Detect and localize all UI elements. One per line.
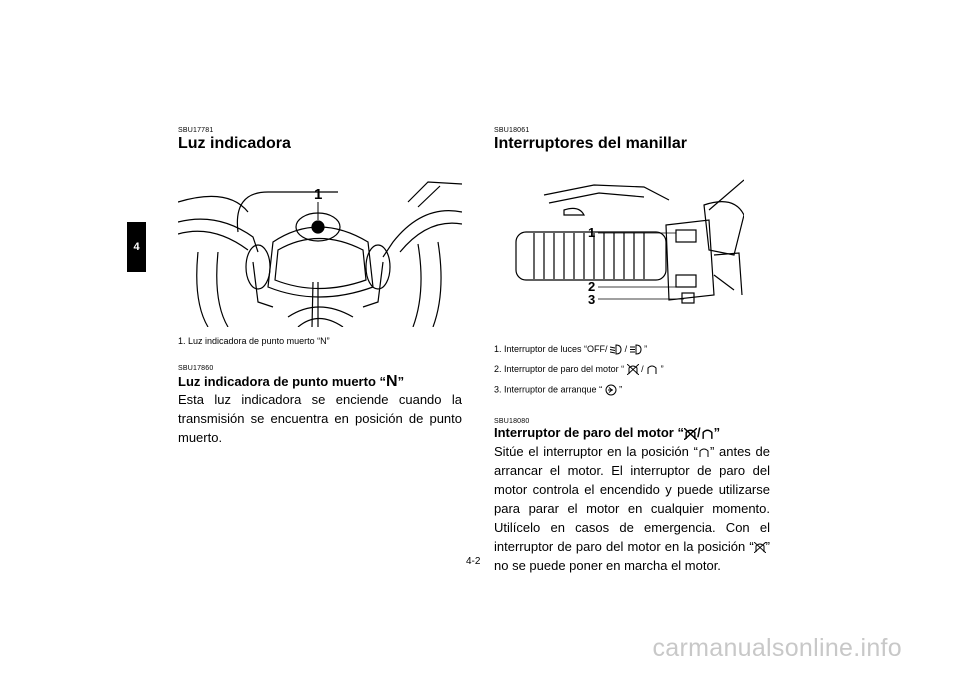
chapter-number: 4 <box>133 241 140 253</box>
section-title: Luz indicadora <box>178 135 291 152</box>
page-number: 4-2 <box>466 556 481 567</box>
engine-run-icon <box>699 448 709 458</box>
figure-caption: 1. Luz indicadora de punto muerto “N” <box>178 336 330 346</box>
figure-callout: 1 <box>314 186 322 203</box>
paragraph-text: ” no se puede poner en marcha el motor. <box>494 539 770 573</box>
subsection-code: SBU18080 <box>494 418 530 425</box>
subsection-code: SBU17860 <box>178 365 214 372</box>
caption-text-end: ” <box>660 364 664 374</box>
headlight-low-icon <box>610 344 622 355</box>
engine-stop-icon <box>626 364 639 376</box>
caption-separator: / <box>624 344 628 354</box>
chapter-tab: 4 <box>127 222 146 272</box>
subtitle-text-end: ” <box>397 374 405 389</box>
paragraph-text: Sitúe el interruptor en la posición “ <box>494 444 698 459</box>
handlebar-switch-figure: 1 2 3 <box>515 179 744 307</box>
headlight-high-icon <box>629 344 642 355</box>
caption-text: 2. Interruptor de paro del motor “ <box>494 364 625 374</box>
caption-text: 1. Interruptor de luces “OFF/ <box>494 344 608 354</box>
engine-stop-icon <box>683 427 697 440</box>
figure-caption-2: 2. Interruptor de paro del motor “ / ” <box>494 364 664 376</box>
caption-text: 3. Interruptor de arranque “ <box>494 384 603 395</box>
section-code: SBU18061 <box>494 127 530 134</box>
neutral-symbol: N <box>386 373 398 390</box>
starter-icon <box>605 384 617 396</box>
figure-caption-1: 1. Interruptor de luces “OFF/ / ” <box>494 344 647 355</box>
caption-text-end: ” <box>619 384 623 395</box>
engine-run-icon <box>647 365 657 375</box>
paragraph: Sitúe el interruptor en la posición “” a… <box>494 442 770 575</box>
section-code: SBU17781 <box>178 127 214 134</box>
figure-callout-3: 3 <box>588 292 595 307</box>
figure-caption-3: 3. Interruptor de arranque “ ” <box>494 384 622 396</box>
subsection-title: Luz indicadora de punto muerto “N” <box>178 373 404 391</box>
subtitle-text-end: ” <box>713 425 721 440</box>
figure-callout-1: 1 <box>588 225 595 240</box>
caption-separator: / <box>641 364 644 374</box>
subtitle-text: Interruptor de paro del motor “ <box>494 425 684 440</box>
subtitle-separator: / <box>696 425 701 440</box>
caption-text-end: ” <box>644 344 648 354</box>
paragraph-text: ” antes de arrancar el motor. El interru… <box>494 444 770 554</box>
watermark: carmanualsonline.info <box>652 634 902 662</box>
subsection-title: Interruptor de paro del motor “ / ” <box>494 425 720 440</box>
indicator-light-figure: 1 <box>178 181 462 327</box>
subtitle-text: Luz indicadora de punto muerto “ <box>178 374 386 389</box>
paragraph: Esta luz indicadora se enciende cuando l… <box>178 392 462 445</box>
section-title: Interruptores del manillar <box>494 135 687 152</box>
engine-run-icon <box>702 429 713 439</box>
figure-callout-2: 2 <box>588 279 595 294</box>
engine-stop-icon <box>753 542 766 554</box>
